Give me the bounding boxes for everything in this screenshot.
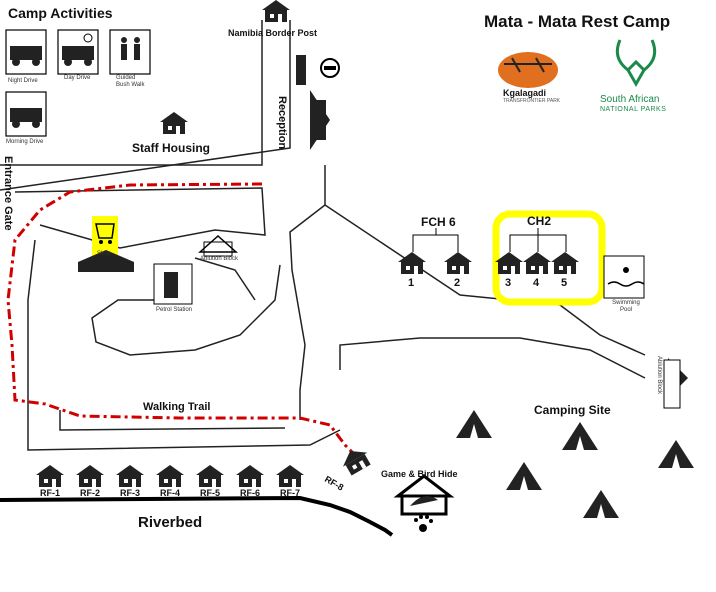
house-icon <box>36 465 64 487</box>
house-icon <box>196 465 224 487</box>
riverbed-line <box>0 495 394 537</box>
road-loop2 <box>194 257 256 301</box>
tent-icon <box>562 422 598 450</box>
house-icon <box>76 465 104 487</box>
sanparks-line1: South African <box>600 94 660 105</box>
sanparks-logo <box>615 39 657 88</box>
fch6-unit-1: 1 <box>408 277 415 289</box>
house-icon <box>262 0 290 22</box>
activities-title: Camp Activities <box>8 5 113 21</box>
activity-walk: Guided Bush Walk <box>116 75 145 88</box>
ch2-unit-4: 4 <box>533 277 540 289</box>
rf-3-label: RF-3 <box>120 488 140 498</box>
camp-title: Mata - Mata Rest Camp <box>484 12 671 31</box>
bush-walk-icon <box>109 29 151 75</box>
road-reception <box>0 20 291 191</box>
road-right <box>289 165 326 346</box>
house-icon <box>116 465 144 487</box>
tent-icon <box>456 410 492 438</box>
petrol-label: Petrol Station <box>156 307 193 313</box>
swimming-icon <box>603 255 645 299</box>
road-lower <box>339 337 646 379</box>
road-loop <box>91 264 281 356</box>
road-top <box>0 20 263 166</box>
reception-building <box>310 100 326 140</box>
house-icon <box>236 465 264 487</box>
ch2-label: CH2 <box>527 214 552 228</box>
house-icon <box>338 444 374 478</box>
house-icon <box>551 252 579 274</box>
walking-trail <box>6 182 357 457</box>
house-icon <box>444 252 472 274</box>
house-icon <box>523 252 551 274</box>
rf-1-label: RF-1 <box>40 488 60 498</box>
game-hide-label: Game & Bird Hide <box>381 469 458 479</box>
road-bottom <box>27 410 341 451</box>
activity-night: Night Drive <box>8 78 38 84</box>
sanparks-line2: NATIONAL PARKS <box>600 106 667 113</box>
kgalagadi-logo <box>498 52 558 88</box>
kgalagadi-name: Kgalagadi <box>503 88 547 98</box>
border-post-label: Namibia Border Post <box>228 28 318 38</box>
rf-5-label: RF-5 <box>200 488 220 498</box>
reception-label: Reception <box>276 96 288 150</box>
road-lower2 <box>299 344 306 420</box>
tent-icon <box>506 462 542 490</box>
ablution-right-label: Ablution Block <box>656 356 662 395</box>
staff-housing-label: Staff Housing <box>132 141 210 155</box>
tent-icon <box>658 440 694 468</box>
rf-7-label: RF-7 <box>280 488 300 498</box>
shop-label: Shop <box>97 251 112 257</box>
house-icon <box>398 252 426 274</box>
camping-site-label: Camping Site <box>534 403 611 417</box>
kgalagadi-sub: TRANSFRONTIER PARK <box>503 98 561 104</box>
house-icon <box>495 252 523 274</box>
house-icon <box>276 465 304 487</box>
ablution-label: Ablution Block <box>200 256 239 262</box>
ch2-unit-3: 3 <box>505 277 512 289</box>
rf-2-label: RF-2 <box>80 488 100 498</box>
activity-morning: Morning Drive <box>6 139 44 145</box>
road-bottom2 <box>59 410 286 431</box>
fch6-unit-2: 2 <box>454 277 461 289</box>
walking-trail-label: Walking Trail <box>143 401 211 413</box>
rf-6-label: RF-6 <box>240 488 260 498</box>
ablution-block-icon <box>663 359 681 409</box>
ch2-unit-5: 5 <box>561 277 568 289</box>
house-icon <box>156 465 184 487</box>
entrance-gate-label: Entrance Gate <box>2 156 14 231</box>
tent-icon <box>583 490 619 518</box>
activity-day: Day Drive <box>64 75 91 81</box>
bird-hide-icon <box>393 474 455 498</box>
rf-4-label: RF-4 <box>160 488 180 498</box>
riverbed-label: Riverbed <box>138 514 203 531</box>
pool-label: Swimming Pool <box>612 300 640 313</box>
fch6-label: FCH 6 <box>421 215 456 229</box>
road-left <box>27 239 36 410</box>
paw-print-icon <box>414 515 433 532</box>
house-icon <box>160 112 188 134</box>
